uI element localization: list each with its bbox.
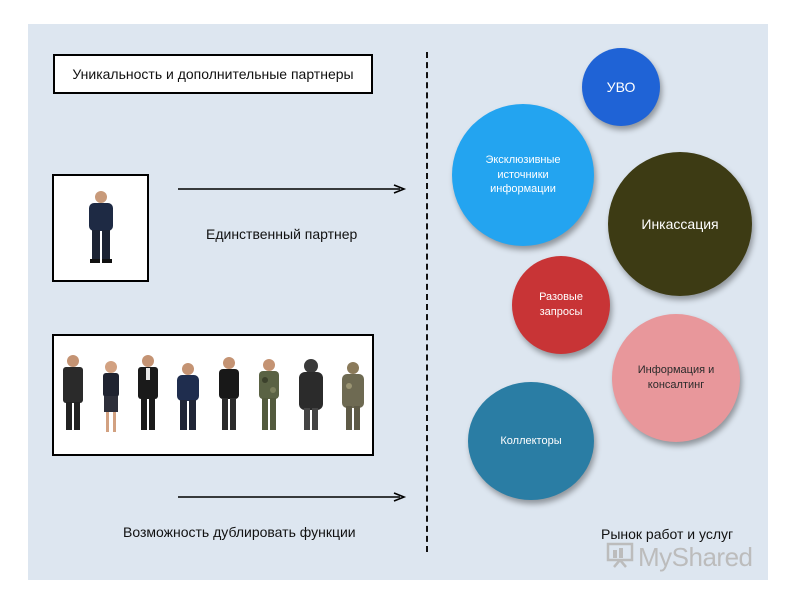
woman-in-suit-icon (100, 360, 122, 434)
caption-duplicate-functions: Возможность дублировать функции (123, 524, 356, 540)
logo-text: MyShared (638, 542, 753, 572)
slide-title-box: Уникальность и дополнительные партнеры (53, 54, 373, 94)
bubble-information-consulting: Информация и консалтинг (612, 314, 740, 442)
bubble-exclusive-sources: Эксклюзивные источники информации (452, 104, 594, 246)
caption-single-partner: Единственный партнер (206, 226, 358, 242)
caption-market: Рынок работ и услуг (601, 526, 734, 542)
man-in-black-jacket-icon (216, 356, 242, 434)
man-in-coat-icon (60, 354, 86, 434)
man-in-winter-jacket-icon (84, 190, 118, 264)
man-in-parka-icon (296, 358, 326, 434)
dashed-divider (426, 52, 428, 552)
bubble-uvo: УВО (582, 48, 660, 126)
myshared-logo: MyShared (606, 542, 753, 573)
bubble-collectors: Коллекторы (468, 382, 594, 500)
man-in-camouflage-icon (256, 358, 282, 434)
slide-title: Уникальность и дополнительные партнеры (72, 66, 354, 82)
man-in-camo-parka-icon (340, 360, 366, 434)
single-partner-photo (52, 174, 149, 282)
bubble-cash-collection: Инкассация (608, 152, 752, 296)
arrow-single (178, 184, 407, 194)
guard-in-jacket-icon (174, 362, 202, 434)
presentation-board-icon (606, 542, 634, 573)
arrow-multiple (178, 492, 407, 502)
man-in-suit-icon (136, 354, 160, 434)
multiple-partners-photo (52, 334, 374, 456)
bubble-one-off-requests: Разовые запросы (512, 256, 610, 354)
